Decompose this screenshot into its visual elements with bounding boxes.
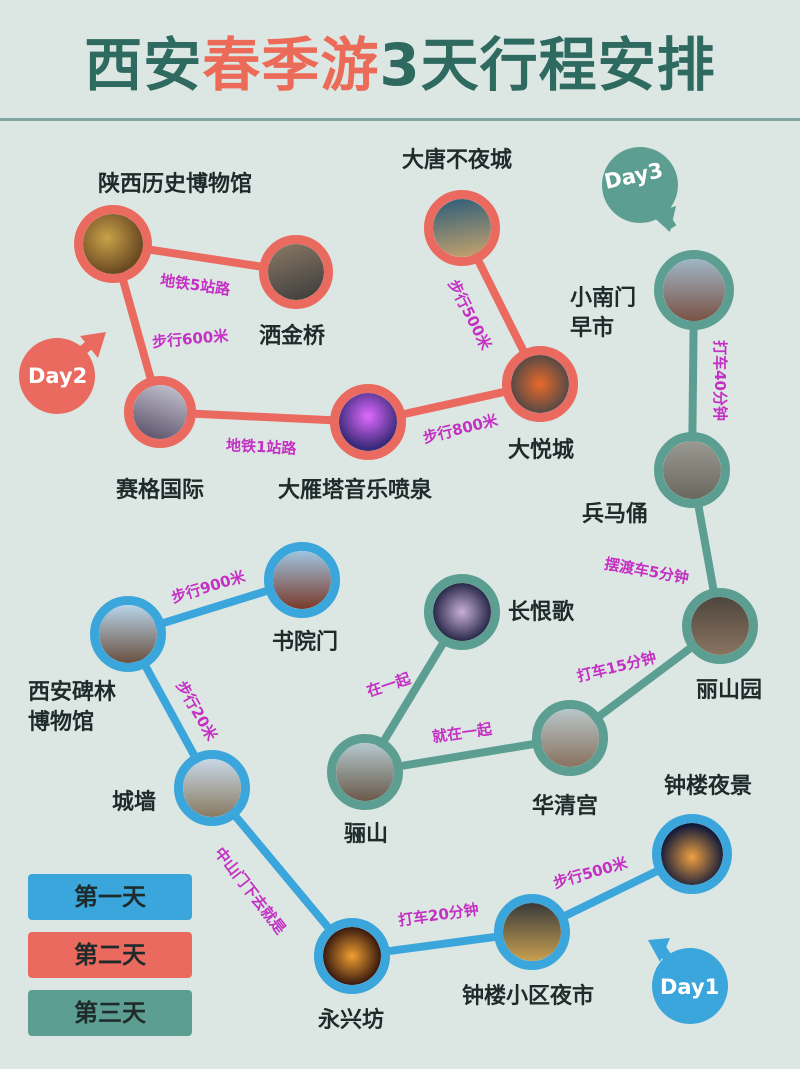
day3-badge	[602, 147, 678, 232]
spot-lishanyuan[interactable]	[682, 588, 758, 664]
spot-chengqiang[interactable]	[174, 750, 250, 826]
label-jiujin-bridge: 洒金桥	[259, 324, 326, 349]
day2-label: Day2	[28, 364, 88, 388]
spot-jiujin-bridge[interactable]	[259, 235, 333, 309]
day1-badge	[648, 938, 728, 1024]
edge-saige-dayanta: 地铁1站路	[225, 436, 297, 458]
label-lishanyuan: 丽山园	[696, 678, 763, 703]
spot-dayanta[interactable]	[330, 384, 406, 460]
edge-xiaonanmen-bmy: 打车40分钟	[710, 340, 729, 421]
day2-badge	[19, 332, 106, 414]
spot-shaanxi-museum[interactable]	[74, 205, 152, 283]
label-zhonglou-night: 钟楼夜景	[664, 774, 753, 799]
page-title: 西安春季游3天行程安排	[84, 31, 716, 99]
label-beilin-1: 西安碑林	[28, 680, 117, 705]
spot-zhonglou-market[interactable]	[494, 894, 570, 970]
spot-changhenge[interactable]	[424, 574, 500, 650]
label-datang: 大唐不夜城	[402, 148, 513, 173]
legend-day1: 第一天	[28, 874, 192, 920]
spot-bingmayong[interactable]	[654, 432, 730, 508]
spot-beilin[interactable]	[90, 596, 166, 672]
label-zhonglou-market: 钟楼小区夜市	[462, 984, 595, 1009]
title-divider	[0, 118, 800, 121]
spot-yongxingfang[interactable]	[314, 918, 390, 994]
label-dayanta: 大雁塔音乐喷泉	[278, 478, 433, 503]
spot-xiaonanmen[interactable]	[654, 250, 734, 330]
spot-dayue[interactable]	[502, 346, 578, 422]
label-huaqing: 华清宫	[532, 794, 599, 819]
label-xiaonanmen-2: 早市	[570, 316, 615, 341]
label-saige: 赛格国际	[116, 478, 205, 503]
spot-shuyuanmen[interactable]	[264, 542, 340, 618]
spot-datang[interactable]	[424, 190, 500, 266]
label-xiaonanmen-1: 小南门	[570, 286, 637, 311]
label-dayue: 大悦城	[508, 438, 575, 463]
label-bingmayong: 兵马俑	[582, 502, 649, 527]
spot-zhonglou-night[interactable]	[652, 814, 732, 894]
day1-label: Day1	[660, 975, 720, 999]
label-yongxingfang: 永兴坊	[318, 1008, 385, 1033]
legend-day3: 第三天	[28, 990, 192, 1036]
label-shuyuanmen: 书院门	[272, 630, 339, 655]
spot-lishan[interactable]	[327, 734, 403, 810]
label-chengqiang: 城墙	[112, 790, 157, 815]
label-shaanxi-museum: 陕西历史博物馆	[98, 172, 253, 197]
spot-saige[interactable]	[124, 376, 196, 448]
spot-huaqing[interactable]	[532, 700, 608, 776]
label-changhenge: 长恨歌	[508, 600, 575, 625]
label-beilin-2: 博物馆	[28, 710, 95, 735]
legend-day2: 第二天	[28, 932, 192, 978]
label-lishan: 骊山	[344, 822, 389, 847]
